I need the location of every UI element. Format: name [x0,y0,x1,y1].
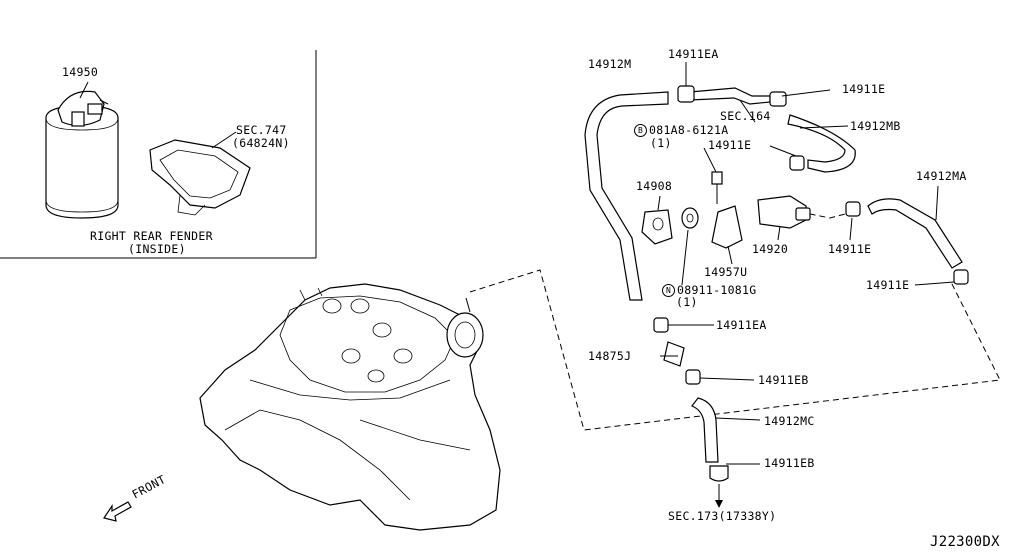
part-label-14875J: 14875J [588,349,632,363]
leader-lines [660,62,955,465]
engine-drawing [199,283,501,531]
bracket-14957U [711,205,743,265]
part-label-14950: 14950 [62,65,99,79]
nut-symbol-icon: N [662,284,675,297]
part-label-14911EA-mid: 14911EA [716,318,767,332]
bolt-081A8 [703,147,723,204]
part-label-14912M: 14912M [588,57,632,71]
sec173-label: SEC.173(17338Y) [668,509,777,523]
part-label-14912MA: 14912MA [916,169,967,183]
hose-14912MB [787,114,856,173]
part-label-14912MB: 14912MB [850,119,901,133]
grommet-14908 [641,195,673,245]
part-label-14920: 14920 [752,242,789,256]
bolt-symbol-icon: B [634,124,647,137]
sec747-label: SEC.747 [236,123,287,137]
hose-14912M [584,91,669,301]
part-label-14911E-right: 14911E [828,242,872,256]
part-label-14912MC: 14912MC [764,414,815,428]
diagram-code: J22300DX [930,534,1000,550]
bolt-code-text: 081A8-6121A [649,123,729,137]
tube-sec164 [677,85,787,107]
part-label-14911E-mid: 14911E [708,138,752,152]
part-label-14908: 14908 [636,179,673,193]
valve-14920 [757,195,811,241]
part-label-14911E-top: 14911E [842,82,886,96]
inset-frame [0,50,317,259]
front-arrow [103,501,132,522]
part-label-14911EA-top: 14911EA [668,47,719,61]
nut-08911 [681,207,699,286]
bracket-sec747-drawing [149,131,251,216]
bolt-qty-label: (1) [650,136,672,150]
part-label-14911E-far: 14911E [866,278,910,292]
hose-14912MA [867,185,969,285]
part-label-14957U: 14957U [704,265,748,279]
inset-caption-line1: RIGHT REAR FENDER [90,229,213,243]
lower-assembly [653,317,729,508]
sec164-label: SEC.164 [720,109,771,123]
part-label-14911EB-bottom: 14911EB [764,456,815,470]
part-label-14911EB-mid: 14911EB [758,373,809,387]
sec747-sub-label: (64824N) [232,136,290,150]
inset-caption-line2: (INSIDE) [128,242,186,256]
clamp-14911E-right [845,201,861,241]
nut-qty-label: (1) [676,295,698,309]
canister-14950-drawing [45,81,119,219]
nut-code-text: 08911-1081G [677,283,757,297]
